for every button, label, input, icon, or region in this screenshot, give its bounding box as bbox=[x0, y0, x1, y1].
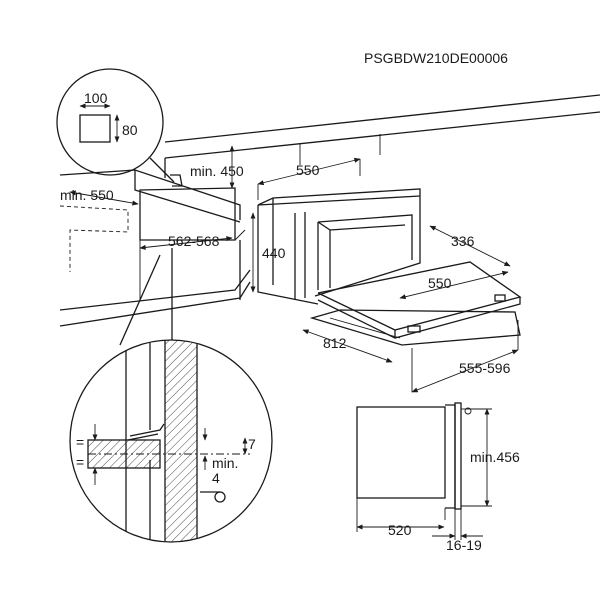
gap-4-label: 4 bbox=[212, 470, 220, 486]
document-code: PSGBDW210DE00006 bbox=[364, 50, 508, 66]
oven-dimensions: 550 440 336 550 812 555-596 bbox=[250, 157, 519, 393]
mounting-detail-callout: = = 7 min. 4 bbox=[69, 248, 273, 543]
min-450-label: min. 450 bbox=[190, 163, 244, 179]
depth-812-label: 812 bbox=[323, 335, 347, 351]
niche-dimensions: min. 450 min. 550 562-568 bbox=[60, 145, 244, 250]
oven-perspective bbox=[257, 188, 522, 346]
equal-mark-top: = bbox=[76, 434, 84, 450]
depth-336-label: 336 bbox=[451, 233, 475, 249]
width-550-label: 550 bbox=[296, 162, 320, 178]
gap-7-label: 7 bbox=[248, 436, 256, 452]
depth-550-label: 550 bbox=[428, 275, 452, 291]
min-456-label: min.456 bbox=[470, 449, 520, 465]
range-16-19-label: 16-19 bbox=[446, 537, 482, 553]
min-550-label: min. 550 bbox=[60, 187, 114, 203]
depth-520-label: 520 bbox=[388, 522, 412, 538]
niche-perspective bbox=[59, 94, 600, 327]
vent-detail-callout: 100 80 bbox=[56, 68, 175, 183]
height-440-label: 440 bbox=[262, 245, 286, 261]
min-prefix-label: min. bbox=[212, 455, 238, 471]
range-562-568-label: 562-568 bbox=[168, 233, 220, 249]
range-555-596-label: 555-596 bbox=[459, 360, 511, 376]
vent-height-label: 80 bbox=[122, 122, 138, 138]
equal-mark-bottom: = bbox=[76, 454, 84, 470]
side-view: min.456 520 16-19 bbox=[356, 402, 520, 553]
vent-width-label: 100 bbox=[84, 90, 108, 106]
